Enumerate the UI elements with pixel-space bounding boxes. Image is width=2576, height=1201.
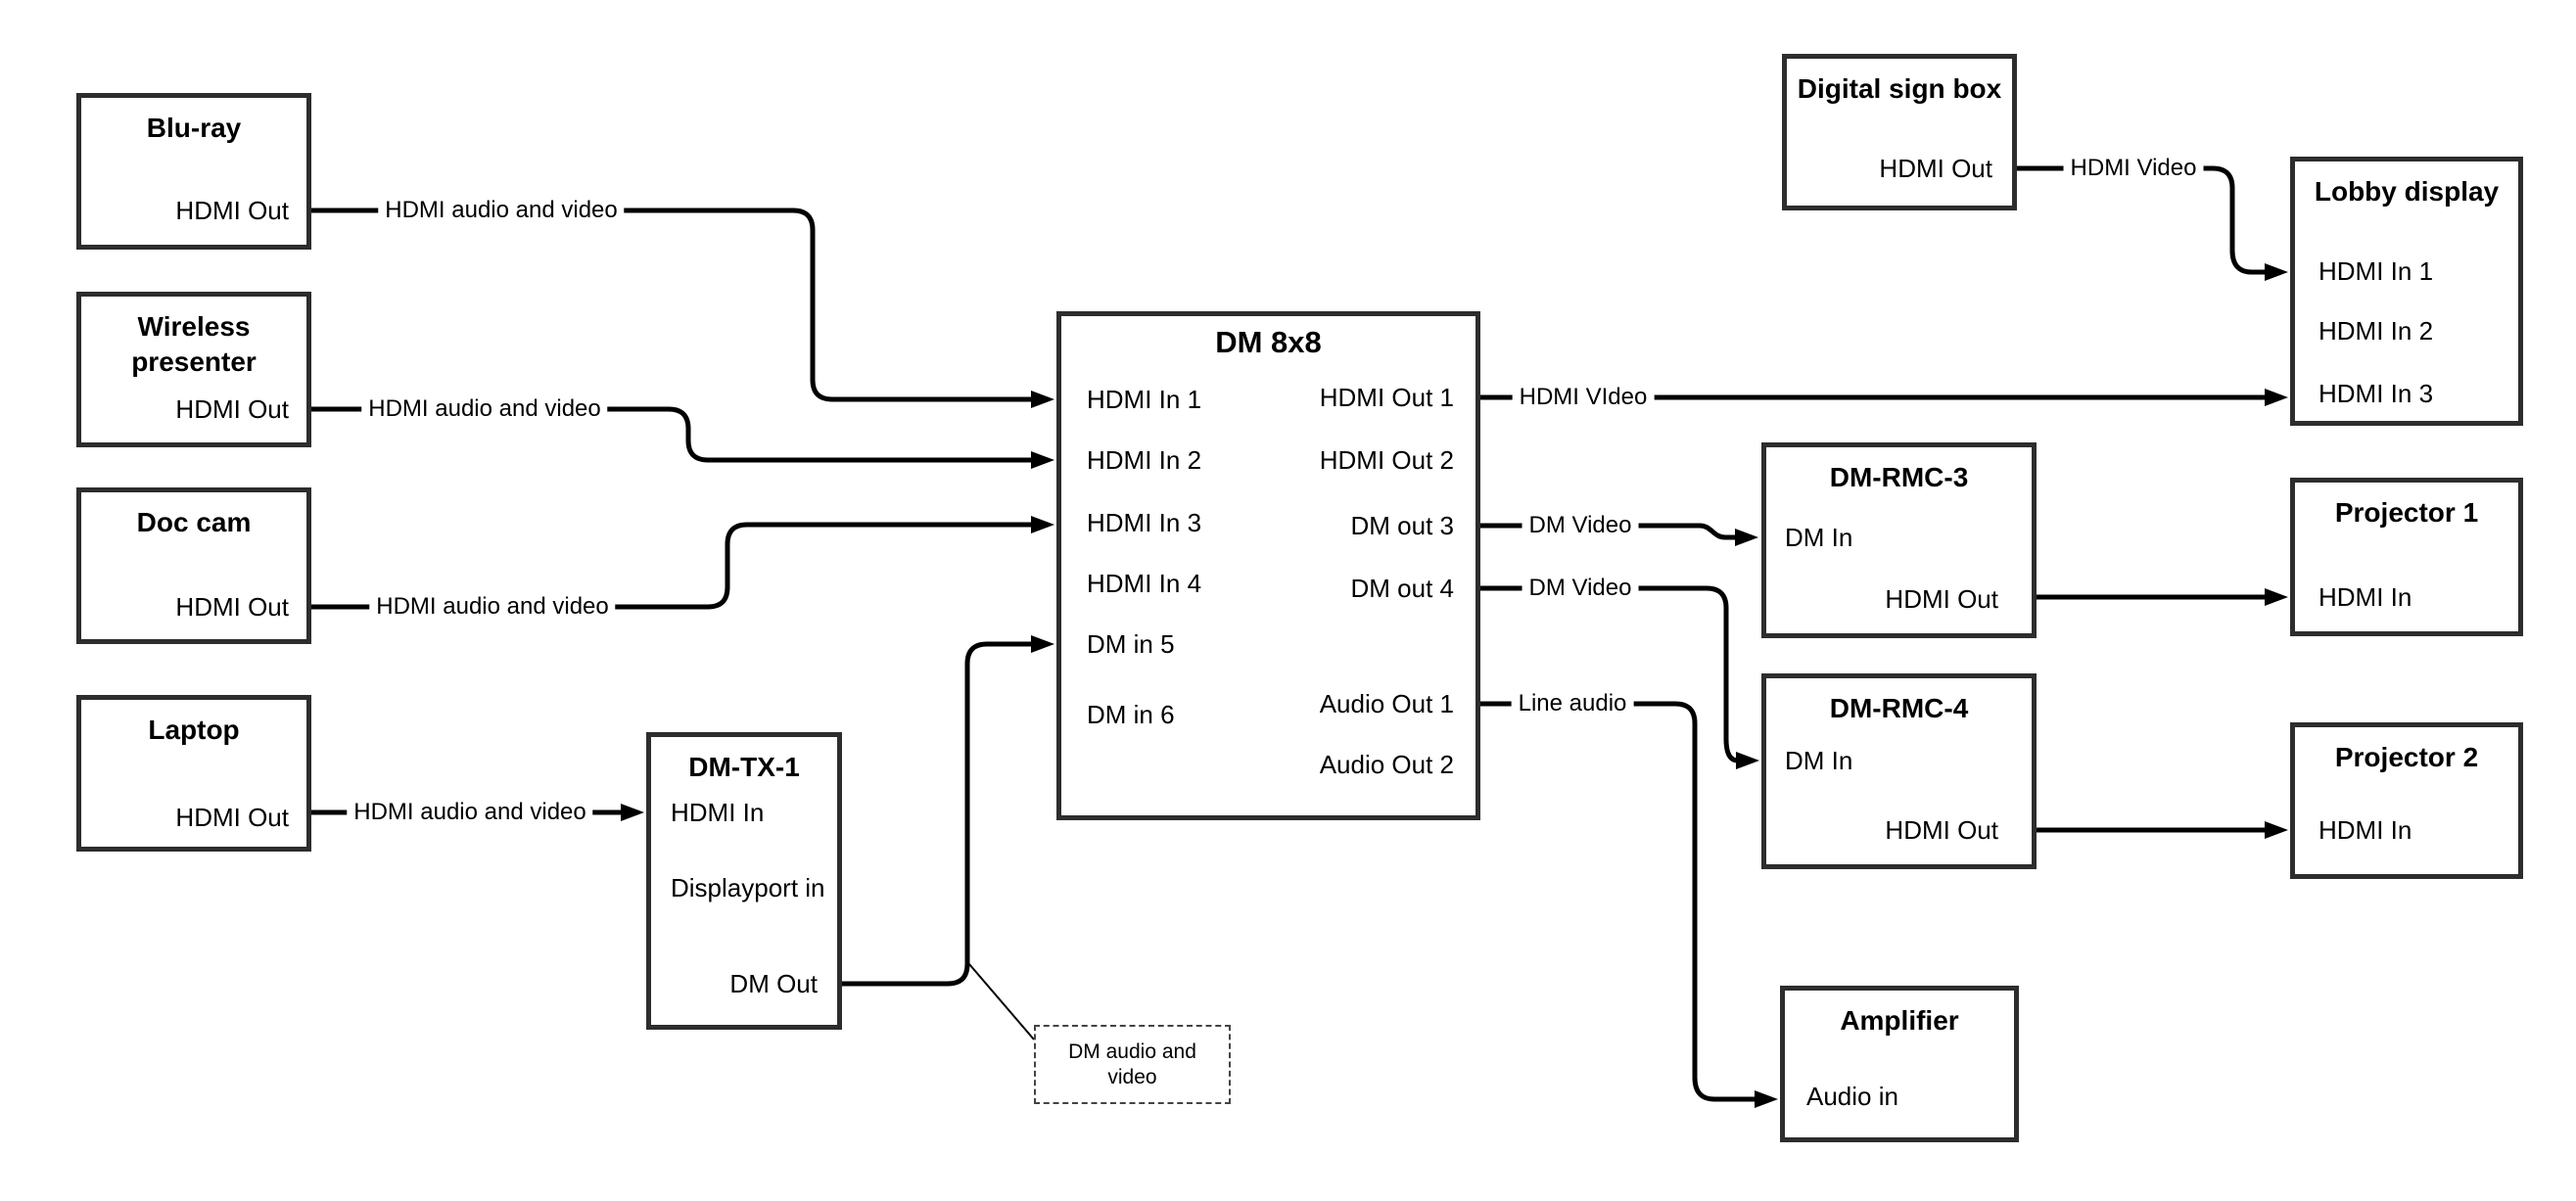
- port-dm-out: DM Out: [729, 969, 818, 998]
- node-title: DM 8x8: [1215, 325, 1322, 359]
- port-dm-in: DM In: [1785, 523, 1853, 552]
- wire-digitalsign-to-lobby-in1: [2017, 165, 2288, 281]
- callout-text: DM audio and video: [1068, 1039, 1196, 1088]
- node-doc-cam: Doc cam HDMI Out: [76, 487, 311, 644]
- node-title: DM-RMC-3: [1829, 462, 1969, 492]
- node-dm8x8: DM 8x8 HDMI In 1 HDMI In 2 HDMI In 3 HDM…: [1056, 311, 1480, 820]
- port-hdmi-in-2: HDMI In 2: [2318, 316, 2434, 346]
- edge-label-hdmi-video-digsign: HDMI Video: [2063, 154, 2204, 183]
- node-title: Blu-ray: [146, 113, 242, 143]
- node-title: Amplifier: [1840, 1005, 1959, 1036]
- port-dm-in-6: DM in 6: [1087, 700, 1175, 729]
- port-hdmi-in: HDMI In: [2318, 582, 2412, 612]
- node-laptop: Laptop HDMI Out: [76, 695, 311, 852]
- port-audio-in: Audio in: [1806, 1082, 1898, 1111]
- node-dm-rmc-3: DM-RMC-3 DM In HDMI Out: [1761, 442, 2037, 638]
- port-dm-out-3: DM out 3: [1350, 511, 1455, 540]
- wire-dm8x8-out3-to-rmc3: [1480, 523, 1758, 546]
- node-projector-1: Projector 1 HDMI In: [2290, 478, 2523, 636]
- node-title: Projector 1: [2334, 497, 2479, 528]
- node-title: DM-RMC-4: [1829, 693, 1969, 723]
- port-audio-out-1: Audio Out 1: [1319, 689, 1454, 718]
- edge-label-hdmi-audio-video-3: HDMI audio and video: [369, 592, 616, 622]
- edge-label-line-audio: Line audio: [1511, 689, 1634, 718]
- wire-doccam-to-dm8x8-in3: [311, 516, 1054, 610]
- port-hdmi-out: HDMI Out: [1879, 154, 1992, 183]
- port-hdmi-in-1: HDMI In 1: [1087, 385, 1202, 414]
- edge-label-hdmi-video-out1: HDMI VIdeo: [1512, 383, 1655, 412]
- node-lobby-display: Lobby display HDMI In 1 HDMI In 2 HDMI I…: [2290, 157, 2523, 426]
- node-digital-sign-box: Digital sign box HDMI Out: [1782, 54, 2017, 210]
- port-dm-in: DM In: [1785, 746, 1853, 775]
- node-title: Lobby display: [2314, 176, 2500, 207]
- wire-dm8x8-out4-to-rmc4: [1480, 585, 1759, 769]
- wire-dm8x8-audio1-to-amplifier: [1480, 701, 1778, 1108]
- node-title: Projector 2: [2334, 742, 2479, 772]
- node-bluray: Blu-ray HDMI Out: [76, 93, 311, 250]
- port-hdmi-in-2: HDMI In 2: [1087, 445, 1202, 475]
- port-displayport-in: Displayport in: [671, 873, 825, 902]
- node-title: DM-TX-1: [688, 752, 800, 782]
- node-projector-2: Projector 2 HDMI In: [2290, 722, 2523, 879]
- port-hdmi-in-3: HDMI In 3: [2318, 379, 2434, 408]
- callout-pointer-line: [968, 963, 1035, 1040]
- wire-dmtx1-to-dm8x8-in5: [842, 635, 1054, 987]
- port-dm-in-5: DM in 5: [1087, 629, 1175, 659]
- port-hdmi-out: HDMI Out: [175, 196, 289, 225]
- wire-bluray-to-dm8x8-in1: [311, 208, 1054, 408]
- port-hdmi-out: HDMI Out: [175, 592, 289, 622]
- edge-label-hdmi-audio-video-1: HDMI audio and video: [378, 196, 625, 225]
- port-audio-out-2: Audio Out 2: [1319, 750, 1454, 779]
- node-dm-rmc-4: DM-RMC-4 DM In HDMI Out: [1761, 673, 2037, 869]
- edge-label-hdmi-audio-video-2: HDMI audio and video: [361, 394, 608, 424]
- node-wireless-presenter: Wireless presenter HDMI Out: [76, 292, 311, 447]
- port-hdmi-out: HDMI Out: [1885, 584, 1998, 614]
- edge-label-dm-video-out3: DM Video: [1522, 511, 1639, 540]
- callout-dm-audio-and-video: DM audio and video: [1034, 1025, 1231, 1104]
- port-hdmi-in-1: HDMI In 1: [2318, 256, 2434, 286]
- node-title: Digital sign box: [1797, 73, 2002, 104]
- node-dm-tx-1: DM-TX-1 HDMI In Displayport in DM Out: [646, 732, 842, 1030]
- wire-wireless-to-dm8x8-in2: [311, 406, 1054, 469]
- port-hdmi-in: HDMI In: [671, 798, 765, 827]
- node-title: Laptop: [148, 715, 240, 745]
- port-hdmi-out: HDMI Out: [175, 394, 289, 424]
- edge-label-hdmi-audio-video-4: HDMI audio and video: [347, 798, 593, 827]
- port-hdmi-out: HDMI Out: [175, 803, 289, 832]
- port-hdmi-out-1: HDMI Out 1: [1319, 383, 1454, 412]
- port-hdmi-out: HDMI Out: [1885, 815, 1998, 845]
- port-dm-out-4: DM out 4: [1350, 574, 1455, 603]
- edge-label-dm-video-out4: DM Video: [1522, 574, 1639, 603]
- port-hdmi-in-4: HDMI In 4: [1087, 569, 1202, 598]
- port-hdmi-in: HDMI In: [2318, 815, 2412, 845]
- port-hdmi-in-3: HDMI In 3: [1087, 508, 1202, 537]
- port-hdmi-out-2: HDMI Out 2: [1319, 445, 1454, 475]
- node-title: Doc cam: [136, 507, 252, 537]
- node-title: Wireless presenter: [131, 311, 257, 377]
- node-amplifier: Amplifier Audio in: [1780, 986, 2019, 1142]
